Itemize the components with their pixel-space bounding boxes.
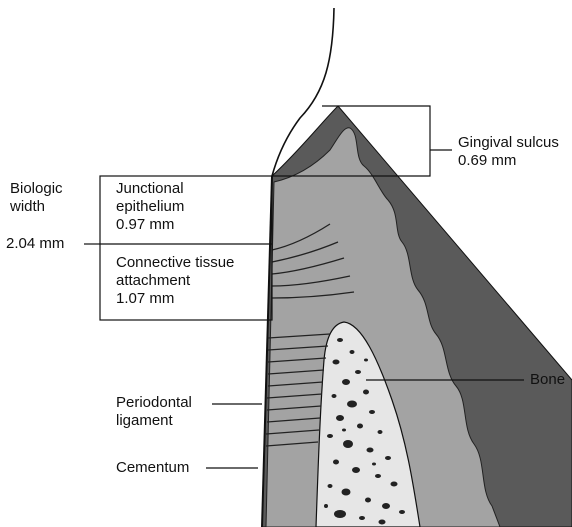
periodontal-ligament-label: Periodontal ligament [116, 394, 192, 430]
junctional-epithelium-line2: epithelium [116, 198, 184, 216]
biologic-width-line2: width [10, 198, 63, 216]
connective-tissue-value: 1.07 mm [116, 290, 234, 308]
cementum-label: Cementum [116, 459, 189, 477]
connective-tissue-label: Connective tissue attachment 1.07 mm [116, 254, 234, 308]
connective-tissue-line1: Connective tissue [116, 254, 234, 272]
periodontal-ligament-line2: ligament [116, 412, 192, 430]
gingival-sulcus-label: Gingival sulcus 0.69 mm [458, 134, 559, 170]
gingival-sulcus-value: 0.69 mm [458, 152, 559, 170]
junctional-epithelium-value: 0.97 mm [116, 216, 184, 234]
junctional-epithelium-line1: Junctional [116, 180, 184, 198]
junctional-epithelium-label: Junctional epithelium 0.97 mm [116, 180, 184, 234]
biologic-width-value: 2.04 mm [6, 235, 64, 253]
biologic-width-label: Biologic width [10, 180, 63, 216]
connective-tissue-line2: attachment [116, 272, 234, 290]
gingival-sulcus-name: Gingival sulcus [458, 134, 559, 152]
biologic-width-line1: Biologic [10, 180, 63, 198]
periodontal-ligament-line1: Periodontal [116, 394, 192, 412]
bone-label: Bone [530, 371, 565, 389]
